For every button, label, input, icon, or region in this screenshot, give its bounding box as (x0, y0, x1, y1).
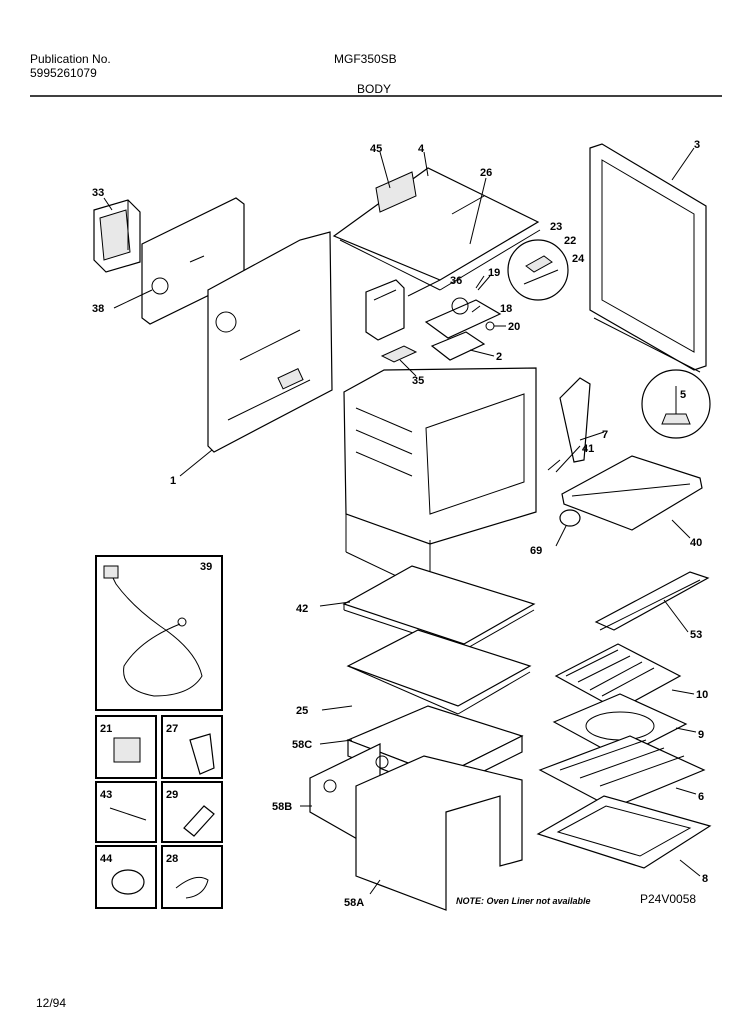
part-25-bottom-shield (346, 629, 532, 715)
part-40-41-burner-assembly (547, 455, 703, 531)
section-title: BODY (357, 82, 392, 96)
callout-27: 27 (166, 723, 178, 735)
part-10-broiler-grid (554, 643, 682, 711)
callout-3: 3 (694, 139, 700, 151)
part-33-box (93, 199, 141, 273)
part-36-bracket (365, 279, 405, 341)
part-27-bracket (189, 733, 215, 775)
callout-22: 22 (564, 235, 576, 247)
part-29-clamp (183, 805, 215, 837)
callout-25: 25 (296, 705, 308, 717)
callout-44: 44 (100, 853, 113, 865)
callout-45: 45 (370, 143, 382, 155)
part-21-box (95, 715, 157, 779)
diagram-code: P24V0058 (640, 892, 697, 906)
part-39-power-cord (103, 565, 203, 697)
callout-29: 29 (166, 789, 178, 801)
callout-39: 39 (200, 561, 212, 573)
part-43-box (95, 781, 157, 843)
callout-7: 7 (602, 429, 608, 441)
callout-21: 21 (100, 723, 112, 735)
part-21-clip (113, 737, 141, 763)
part-7-spark-electrode (559, 377, 591, 463)
part-27-box (161, 715, 223, 779)
part-35-burner-box (380, 345, 418, 363)
callout-28: 28 (166, 853, 178, 865)
callout-1: 1 (170, 475, 176, 487)
callout-23: 23 (550, 221, 562, 233)
callout-6: 6 (698, 791, 704, 803)
part-28-box (161, 845, 223, 909)
callout-69: 69 (530, 545, 542, 557)
part-39-box (95, 555, 223, 711)
callout-58b: 58B (272, 801, 292, 813)
part-58-insulation-blocks (309, 705, 524, 911)
callout-40: 40 (690, 537, 702, 549)
oven-liner-note: NOTE: Oven Liner not available (456, 896, 591, 906)
callout-10: 10 (696, 689, 708, 701)
callout-19: 19 (488, 267, 500, 279)
callout-5: 5 (680, 389, 686, 401)
model-number: MGF350SB (334, 52, 397, 66)
part-8-oven-liner (536, 795, 712, 869)
oven-body-frame (343, 367, 537, 593)
callout-41: 41 (582, 443, 594, 455)
part-69-grommet (559, 509, 581, 527)
callout-20: 20 (508, 321, 520, 333)
callout-2: 2 (496, 351, 502, 363)
part-6-oven-rack (538, 735, 706, 809)
part-4-top-panel (332, 167, 541, 291)
callout-18: 18 (500, 303, 512, 315)
part-29-box (161, 781, 223, 843)
part-44-knob (111, 869, 145, 895)
part-44-box (95, 845, 157, 909)
publication-label: Publication No. (30, 52, 111, 66)
part-43-screw (109, 807, 147, 821)
part-22-23-24-hinge-detail (507, 239, 569, 301)
callout-58c: 58C (292, 739, 312, 751)
part-28-clip (175, 876, 209, 899)
callout-labels: 45 4 26 3 33 23 22 24 38 36 19 18 20 2 3… (92, 139, 708, 909)
part-53-rail (594, 571, 710, 631)
callout-36: 36 (450, 275, 462, 287)
part-1-rear-panel (207, 231, 333, 453)
callout-9: 9 (698, 729, 704, 741)
publication-number: 5995261079 (30, 66, 97, 80)
callout-33: 33 (92, 187, 104, 199)
callout-53: 53 (690, 629, 702, 641)
callout-38: 38 (92, 303, 104, 315)
callout-4: 4 (418, 143, 425, 155)
callout-58a: 58A (344, 897, 364, 909)
callout-35: 35 (412, 375, 424, 387)
callout-leaders (103, 147, 701, 895)
part-5-leveling-leg (641, 369, 711, 439)
callout-42: 42 (296, 603, 308, 615)
revision-date: 12/94 (36, 996, 67, 1010)
callout-8: 8 (702, 873, 708, 885)
callout-26: 26 (480, 167, 492, 179)
callout-24: 24 (572, 253, 585, 265)
callout-43: 43 (100, 789, 112, 801)
part-3-door-frame (589, 143, 707, 373)
part-18-19-20-2-control-parts (424, 275, 502, 361)
